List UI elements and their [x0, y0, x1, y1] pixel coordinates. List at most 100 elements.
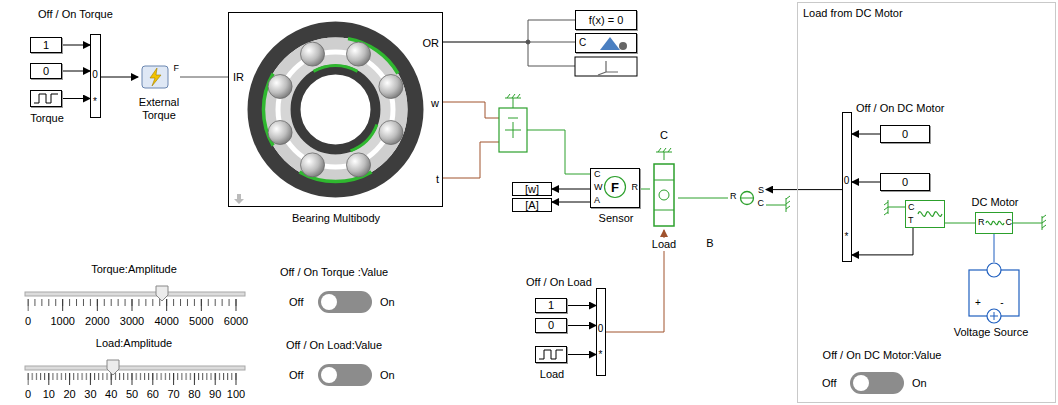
port-label: Torque	[30, 112, 64, 125]
control-text: 0	[25, 388, 31, 401]
slider-control	[25, 366, 245, 370]
port-label: C	[908, 202, 915, 213]
bearing-illustration	[286, 60, 386, 160]
control-text: 5000	[189, 315, 213, 328]
block-label: External Torque	[128, 96, 190, 122]
constant-block: 0	[30, 63, 62, 79]
bearing-illustration	[347, 153, 371, 177]
control-text: Off	[822, 377, 836, 390]
converter-block	[505, 118, 521, 138]
toggle-switch	[318, 291, 372, 313]
control-text: 20	[63, 388, 75, 401]
solver-icon	[600, 37, 620, 50]
motor-grounds	[1013, 215, 1046, 230]
port-label: R	[730, 191, 737, 202]
pulse-generator: Load	[535, 346, 567, 363]
port-label: Off / On DC Motor	[856, 102, 944, 115]
block-label: Sensor	[599, 212, 634, 225]
slider-control	[25, 286, 245, 385]
port-label: 0	[844, 175, 850, 187]
voltage-circuit	[987, 263, 1001, 277]
external-torque: FExternal Torque	[138, 62, 180, 92]
torque-icon	[150, 68, 161, 86]
port-label: -	[1000, 297, 1003, 309]
bearing-illustration	[268, 121, 292, 145]
voltage-circuit	[969, 263, 1019, 323]
signal-line	[62, 98, 90, 99]
frame-wires	[526, 40, 575, 66]
frame-wires	[528, 42, 575, 66]
physical-connection	[994, 234, 995, 262]
block-value: [w]	[525, 183, 539, 196]
bearing-illustration	[268, 75, 292, 99]
physical-connection	[443, 20, 575, 42]
signal-line	[852, 228, 913, 255]
solver-icon	[619, 42, 627, 50]
voltage-source: +-Voltage Source	[958, 262, 1024, 322]
physical-connection	[640, 189, 650, 190]
world-frame	[598, 61, 618, 75]
torque-icon	[142, 66, 168, 88]
pulse-generator: Torque	[30, 90, 62, 107]
voltage-circuit	[990, 312, 998, 320]
pulse-icon	[34, 94, 58, 103]
gear-icon	[766, 196, 790, 212]
physical-connection	[678, 198, 728, 199]
signal-line	[567, 325, 596, 326]
slider-control	[25, 292, 245, 296]
bearing-illustration	[351, 125, 377, 151]
control-text: 3000	[120, 315, 144, 328]
signal-line	[62, 71, 90, 72]
slider-control	[107, 360, 119, 375]
solver-icon	[600, 37, 627, 50]
motor-grounds	[884, 200, 1046, 230]
gear-icon	[740, 192, 790, 213]
signal-line	[567, 305, 596, 306]
port-label: F	[611, 180, 619, 195]
load-icon	[654, 180, 674, 210]
control-title: Load:Amplitude	[96, 337, 172, 350]
port-label: 0	[92, 69, 98, 81]
control-text: On	[912, 377, 927, 390]
control-text: 100	[227, 388, 245, 401]
load-icon	[654, 148, 674, 226]
gear-block: R SC	[728, 184, 766, 212]
multiport-switch: Off / On Load0*	[596, 288, 606, 376]
port-label: 0	[598, 323, 604, 335]
block-label: *	[93, 96, 97, 108]
load-icon	[659, 190, 669, 200]
block-label: C	[758, 198, 765, 209]
bearing-illustration	[268, 42, 403, 177]
block-value: 1	[43, 39, 49, 52]
control-text: 90	[209, 388, 221, 401]
port-label: t	[436, 173, 439, 186]
bearing-illustration	[256, 30, 416, 190]
control-text: 50	[126, 388, 138, 401]
control-title: Torque:Amplitude	[91, 263, 177, 276]
converter-block	[499, 108, 527, 152]
converter-block	[443, 94, 590, 178]
control-title: Off / On DC Motor:Value	[823, 349, 942, 362]
toggle-switch	[318, 291, 904, 394]
world-frame	[575, 57, 637, 76]
signal-line	[567, 354, 596, 355]
control-text: Off	[289, 369, 303, 382]
port-label: Load from DC Motor	[803, 7, 903, 20]
bearing-illustration	[314, 66, 358, 72]
port-label: C	[594, 169, 601, 180]
port-label: S	[758, 185, 764, 196]
port-label: IR	[233, 71, 244, 84]
control-text: 6000	[224, 315, 248, 328]
block-label: *	[845, 231, 849, 243]
port-label: +	[975, 297, 981, 309]
block-label: C	[1006, 217, 1013, 228]
control-text: 1000	[50, 315, 74, 328]
bearing-illustration	[234, 30, 416, 205]
block-value: [A]	[525, 199, 538, 212]
physical-connection	[945, 223, 975, 224]
toggle-switch	[853, 375, 869, 391]
block-value: f(x) = 0	[589, 14, 624, 27]
sensor-block: CWAFRSensor	[590, 168, 640, 208]
bearing-illustration	[379, 121, 403, 145]
